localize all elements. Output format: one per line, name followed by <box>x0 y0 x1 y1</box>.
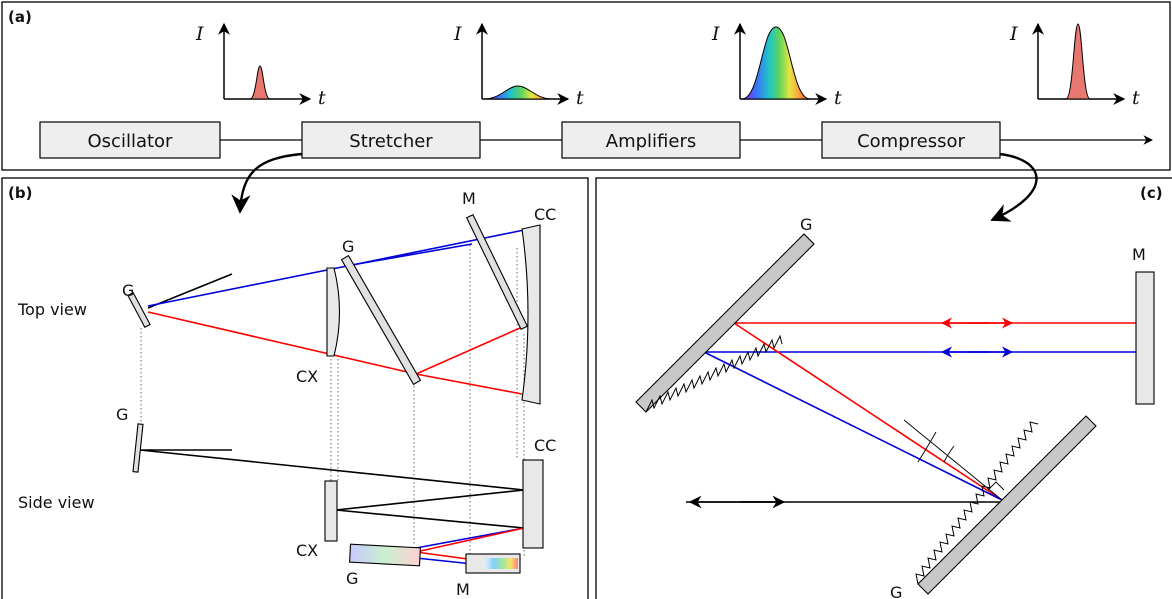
angle-arc <box>943 445 955 463</box>
compressor-grating-lower <box>915 415 1097 595</box>
compressor-label: Compressor <box>857 131 965 152</box>
panel-c-label: (c) <box>1140 184 1163 202</box>
convex-mirror <box>326 267 341 357</box>
axis-x-label: t <box>318 87 326 109</box>
blue-beam <box>703 351 1003 501</box>
cc-label: CC <box>534 436 556 455</box>
pulse-plot-compressed: I t <box>1009 22 1140 109</box>
grating-label: G <box>116 405 128 424</box>
amplifiers-box: Amplifiers <box>561 121 741 159</box>
cx-label: CX <box>296 541 318 560</box>
concave-mirror <box>521 224 541 405</box>
pulse-plot-oscillator: I t <box>195 22 326 109</box>
axis-y-label: I <box>453 23 462 45</box>
compressed-pulse <box>1065 23 1091 100</box>
concave-mirror-side <box>522 459 544 549</box>
grating-small <box>127 291 151 329</box>
axis-x-label: t <box>834 87 842 109</box>
grating-label: G <box>346 569 358 588</box>
axis-x-label: t <box>576 87 584 109</box>
cc-label: CC <box>534 205 556 224</box>
blue-beam <box>351 229 525 266</box>
grating-label: G <box>122 281 134 300</box>
mirror-label: M <box>1132 245 1146 264</box>
mirror-label: M <box>456 580 470 599</box>
grating-label: G <box>800 215 812 234</box>
red-beam <box>415 373 523 395</box>
grating-label: G <box>890 583 902 599</box>
axis-y-label: I <box>195 23 204 45</box>
pulse-plot-stretched: I t <box>453 22 584 109</box>
grating-normal <box>903 419 1003 501</box>
stretcher-side-view: Side view G CX CC G M <box>18 405 556 599</box>
oscillator-label: Oscillator <box>88 131 174 152</box>
side-view-label: Side view <box>18 493 95 512</box>
grating-label: G <box>342 237 354 256</box>
amplifiers-label: Amplifiers <box>606 131 696 152</box>
compressor-grating-upper <box>635 233 815 413</box>
axis-y-label: I <box>1009 23 1018 45</box>
compressor-box: Compressor <box>821 121 1001 159</box>
stretcher-box: Stretcher <box>301 121 481 159</box>
compressor-layout: G G M <box>635 215 1155 599</box>
panel-c-frame <box>595 177 1172 599</box>
panel-b-frame <box>1 177 589 599</box>
red-beam <box>733 322 1003 501</box>
panel-b-label: (b) <box>8 184 32 202</box>
grating-small-side <box>132 423 144 473</box>
stretcher-zoom-arrow <box>231 152 303 214</box>
spectrum-footprint <box>480 558 518 569</box>
stretched-pulse <box>483 85 553 100</box>
input-beam <box>147 273 233 309</box>
angle-arc <box>917 431 937 463</box>
red-beam <box>415 527 525 553</box>
side-beam <box>139 449 525 491</box>
fold-mirror <box>465 214 529 330</box>
cx-label: CX <box>296 367 318 386</box>
red-beam <box>147 311 417 375</box>
axis-y-label: I <box>711 23 720 45</box>
side-beam <box>335 509 525 529</box>
panel-a-label: (a) <box>8 8 32 26</box>
convex-mirror-side <box>324 480 338 542</box>
oscillator-box: Oscillator <box>39 121 221 159</box>
stretcher-label: Stretcher <box>349 131 433 152</box>
red-beam <box>415 327 521 375</box>
axis-x-label: t <box>1132 87 1140 109</box>
compressor-mirror <box>1135 271 1155 405</box>
panel-a: (a) Oscillator Stretcher Amplifiers Comp… <box>1 1 1171 171</box>
short-pulse <box>249 65 271 100</box>
grating-long <box>340 254 422 386</box>
top-view-label: Top view <box>17 300 87 319</box>
amplified-pulse <box>741 26 811 100</box>
compressor-zoom-arrow <box>990 152 1038 222</box>
grating-long-side <box>348 543 422 567</box>
panel-a-frame <box>1 1 1171 171</box>
side-beam <box>335 489 525 511</box>
mirror-label: M <box>462 189 476 208</box>
right-angle-mark <box>987 481 1005 491</box>
stretcher-top-view: Top view G CX G M <box>17 189 556 556</box>
pulse-plot-amplified: I t <box>711 22 842 109</box>
blue-beam <box>147 264 353 307</box>
